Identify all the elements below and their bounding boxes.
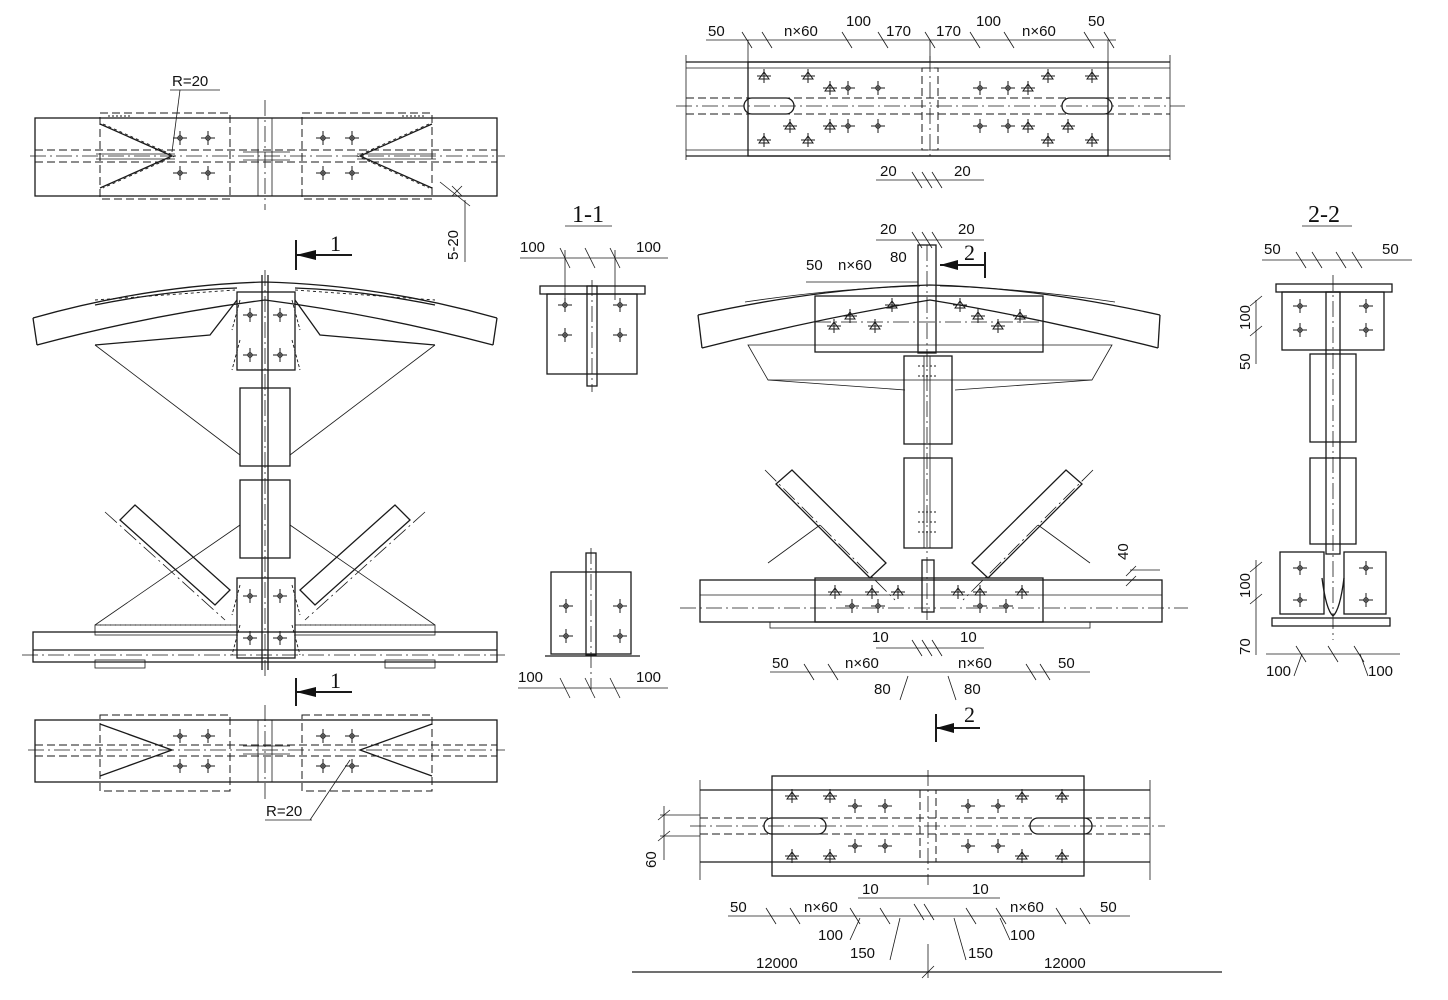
- s22-dim-bottom-right: 100: [1368, 663, 1393, 680]
- br-dim-3: n×60: [1010, 899, 1044, 916]
- re-dim-gap-left: 10: [872, 629, 889, 646]
- br-dim-1: 50: [730, 899, 747, 916]
- s22-dim-side-2: 50: [1237, 353, 1254, 370]
- re-dim-gap-right: 10: [960, 629, 977, 646]
- re-dim-top-right: 20: [958, 221, 975, 238]
- top-right-plan: 50 n×60 100 170 170 100 n×60 50: [676, 13, 1185, 189]
- tr-dim-3: 100: [846, 13, 871, 30]
- tr-dim-8: 50: [1088, 13, 1105, 30]
- span-right: 12000: [1044, 955, 1086, 972]
- re-dim-offset-right: 80: [964, 681, 981, 698]
- section-2-2: 2-2 50 50 100 50 100 70: [1237, 202, 1412, 680]
- tr-dim-4: 170: [886, 23, 911, 40]
- tr-dim-5: 170: [936, 23, 961, 40]
- weld-size-label: 5-20: [445, 230, 462, 260]
- br-inner-2: 150: [850, 945, 875, 962]
- section-1-1-dim-bottom-right: 100: [636, 669, 661, 686]
- re-dim-bottom-1: 50: [772, 655, 789, 672]
- top-left-plan: R=20 5-20: [30, 73, 505, 262]
- s22-dim-side-1: 100: [1237, 305, 1254, 330]
- section-marker-1-top: 1: [295, 231, 352, 270]
- span-left: 12000: [756, 955, 798, 972]
- left-elevation: [22, 270, 505, 680]
- s22-dim-top-left: 50: [1264, 241, 1281, 258]
- tr-dim-6: 100: [976, 13, 1001, 30]
- br-inner-3: 150: [968, 945, 993, 962]
- re-dim-chord-2: n×60: [838, 257, 872, 274]
- bottom-left-plan: R=20: [28, 705, 505, 821]
- section-2-label-top: 2: [964, 240, 975, 265]
- section-1-1-dim-top-right: 100: [636, 239, 661, 256]
- section-1-label-bottom: 1: [330, 668, 341, 693]
- bottom-right-plan: 60 10 10 50 n×60 n×60 50 100 150 150 100…: [632, 770, 1222, 979]
- re-dim-offset-left: 80: [874, 681, 891, 698]
- br-dim-2: n×60: [804, 899, 838, 916]
- radius-label-top: R=20: [172, 73, 208, 90]
- section-1-1-dim-bottom-left: 100: [518, 669, 543, 686]
- re-dim-chord-3: 80: [890, 249, 907, 266]
- section-2-label-bottom: 2: [964, 702, 975, 727]
- re-dim-bottom-2: n×60: [845, 655, 879, 672]
- br-dim-gap-right: 10: [972, 881, 989, 898]
- tr-dim-bottom-left: 20: [880, 163, 897, 180]
- re-dim-chord-1: 50: [806, 257, 823, 274]
- br-dim-4: 50: [1100, 899, 1117, 916]
- s22-dim-side-4: 70: [1237, 638, 1254, 655]
- section-1-1: 1-1 100 100 100 100: [518, 202, 668, 699]
- br-inner-1: 100: [818, 927, 843, 944]
- br-inner-4: 100: [1010, 927, 1035, 944]
- section-1-1-dim-top-left: 100: [520, 239, 545, 256]
- right-elevation: 20 20 2 50 n×60 80: [680, 221, 1188, 742]
- radius-label-bottom: R=20: [266, 803, 302, 820]
- tr-dim-1: 50: [708, 23, 725, 40]
- s22-dim-side-3: 100: [1237, 573, 1254, 598]
- section-1-1-title: 1-1: [572, 202, 604, 228]
- br-dim-side: 60: [643, 851, 660, 868]
- re-dim-top-left: 20: [880, 221, 897, 238]
- re-dim-bottom-4: 50: [1058, 655, 1075, 672]
- section-marker-1-bottom: 1: [295, 668, 352, 706]
- section-1-label-top: 1: [330, 231, 341, 256]
- tr-bolts: [756, 68, 1100, 148]
- br-dim-gap-left: 10: [862, 881, 879, 898]
- s22-dim-bottom-left: 100: [1266, 663, 1291, 680]
- tr-dim-2: n×60: [784, 23, 818, 40]
- s22-dim-top-right: 50: [1382, 241, 1399, 258]
- tr-dim-bottom-right: 20: [954, 163, 971, 180]
- re-dim-side: 40: [1115, 543, 1132, 560]
- section-2-2-title: 2-2: [1308, 202, 1340, 228]
- tr-dim-7: n×60: [1022, 23, 1056, 40]
- re-dim-bottom-3: n×60: [958, 655, 992, 672]
